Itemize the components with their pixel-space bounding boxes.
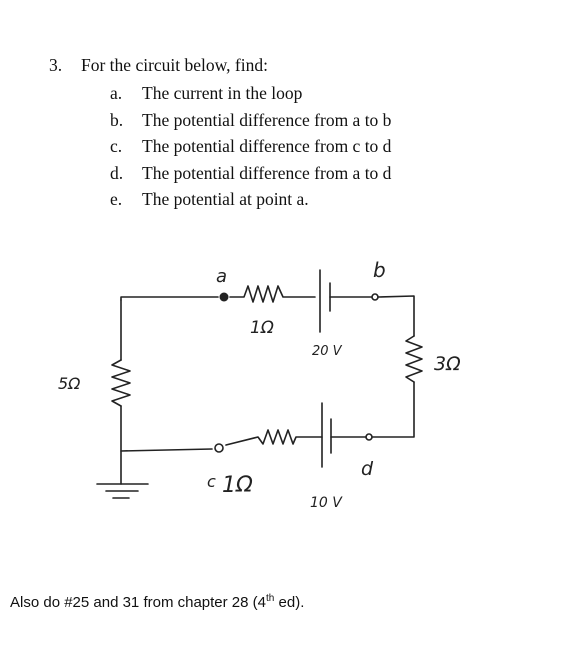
part-text: The potential difference from a to d — [142, 162, 392, 183]
footer-note: Also do #25 and 31 from chapter 28 (4th … — [10, 593, 305, 612]
label-point-a: a — [216, 266, 227, 287]
problem-part-d: d. The potential difference from a to d — [110, 160, 391, 187]
part-text: The potential at point a. — [142, 189, 309, 209]
footer-text-before: Also do #25 and 31 from chapter 28 (4 — [10, 594, 266, 611]
part-text: The current in the loop — [142, 83, 303, 103]
wire-right-bottom — [371, 381, 415, 438]
right-resistor-3ohm — [405, 335, 423, 383]
label-point-c: c — [207, 472, 216, 491]
problem-part-c: c. The potential difference from c to d — [110, 133, 391, 160]
part-letter: d. — [110, 162, 124, 183]
problem-part-b: b. The potential difference from a to b — [110, 107, 391, 134]
problem-prompt: For the circuit below, find: — [81, 55, 268, 75]
label-top-battery: 20 V — [312, 344, 343, 359]
problem-parts-list: a. The current in the loop b. The potentia… — [110, 80, 391, 213]
node-c-dot — [214, 443, 224, 453]
part-text: The potential difference from a to b — [142, 109, 392, 130]
label-left-resistor: 5Ω — [58, 374, 81, 393]
label-point-b: b — [373, 258, 386, 282]
top-resistor-1ohm — [229, 285, 316, 303]
label-point-d: d — [361, 458, 374, 480]
problem-number: 3. — [49, 55, 63, 75]
node-b-dot — [371, 293, 379, 301]
problem-part-a: a. The current in the loop — [110, 80, 391, 107]
wire-top-left — [120, 296, 219, 301]
part-letter: c. — [110, 136, 123, 156]
part-text: The potential difference from c to d — [142, 136, 392, 156]
wire-top-right — [377, 295, 415, 337]
problem-heading: 3. For the circuit below, find: — [49, 52, 268, 78]
part-letter: b. — [110, 109, 124, 130]
part-letter: a. — [110, 83, 123, 103]
wire-bottom-left — [120, 448, 213, 452]
part-letter: e. — [110, 189, 123, 209]
footer-superscript: th — [266, 593, 275, 604]
circuit-wires — [96, 269, 423, 499]
node-d-dot — [365, 433, 373, 441]
label-right-resistor: 3Ω — [434, 353, 461, 375]
problem-part-e: e. The potential at point a. — [110, 186, 391, 213]
label-bottom-battery: 10 V — [310, 495, 343, 511]
left-resistor-5ohm — [111, 359, 131, 407]
bottom-resistor-1ohm — [225, 429, 323, 446]
node-a-dot — [219, 292, 229, 302]
label-bottom-resistor: 1Ω — [222, 473, 253, 498]
label-top-resistor: 1Ω — [250, 318, 274, 338]
footer-text-after: ed). — [274, 594, 305, 611]
